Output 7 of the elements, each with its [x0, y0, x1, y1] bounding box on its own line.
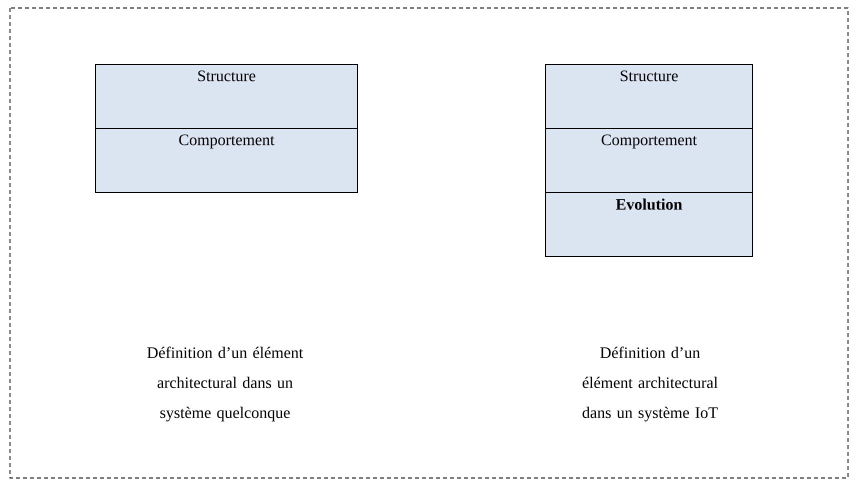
class-compartment: Structure [545, 64, 754, 129]
class-compartment: Evolution [545, 192, 754, 257]
caption-text: Définition d’un élément architectural dans un système quelconque [147, 346, 304, 422]
class-compartment: Comportement [95, 128, 358, 193]
caption-text: Définition d’un élément architectural dans un système IoT [582, 346, 718, 422]
class-compartment: Comportement [545, 128, 754, 193]
class-compartment: Structure [95, 64, 358, 129]
